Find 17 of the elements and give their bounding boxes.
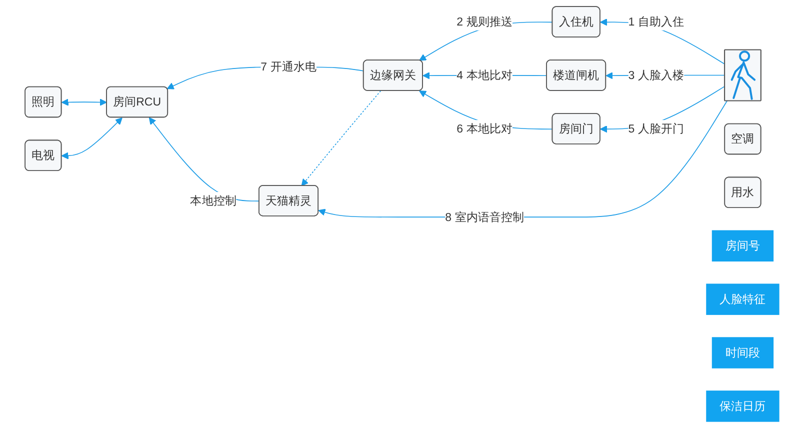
edge-label: 6 本地比对 [456,122,512,135]
edge-label: 2 规则推送 [456,14,512,28]
arrow [318,100,728,218]
edge-label: 本地控制 [190,194,236,207]
edge-label: 5 人脸开门 [628,122,684,135]
edge-label: 3 人脸入楼 [628,68,684,82]
edge-label: 7 开通水电 [260,60,316,74]
node-box: 人脸特征 [706,284,780,315]
arrow [61,98,107,106]
arrow [61,118,122,160]
node-box: 房间号 [712,230,774,262]
arrow [301,90,382,186]
edge-label: 8 室内语音控制 [445,210,524,224]
edge-label: 4 本地比对 [456,68,512,82]
node-box: 保洁日历 [706,390,780,422]
edge-label: 1 自助入住 [628,14,684,28]
node-box: 时间段 [712,337,774,368]
